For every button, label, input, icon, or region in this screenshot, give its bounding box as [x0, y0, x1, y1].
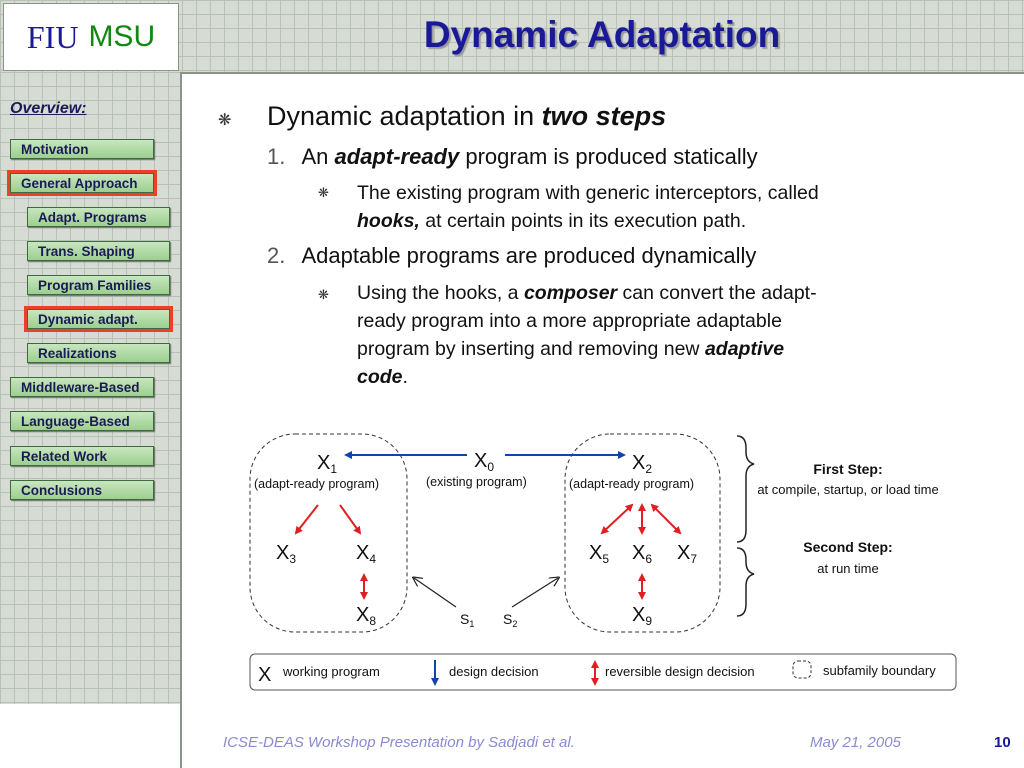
step-one-detail-post: at certain points in its execution path. — [419, 210, 747, 232]
node-x2-note: (adapt-ready program) — [569, 477, 694, 491]
step-one-post: program is produced statically — [459, 144, 758, 169]
step-two-detail-end: . — [402, 366, 408, 388]
sidebar-heading: Overview: — [10, 100, 87, 117]
footer-text: ICSE-DEAS Workshop Presentation by Sadja… — [223, 734, 575, 751]
legend-x-symbol: X — [258, 664, 271, 686]
sidebar-item-conclusions[interactable]: Conclusions — [10, 480, 154, 500]
legend-subfamily: subfamily boundary — [823, 663, 936, 678]
second-step-desc: at run time — [817, 561, 878, 576]
footer-date: May 21, 2005 — [810, 734, 901, 751]
node-x7: X7 — [677, 542, 697, 566]
step-one-emphasis: adapt-ready — [334, 144, 460, 169]
step-two-detail: Using the hooks, a composer can convert … — [357, 279, 997, 391]
arrow-x1-x4 — [339, 504, 362, 535]
node-x0-note: (existing program) — [426, 475, 527, 489]
legend-reversible: reversible design decision — [605, 664, 755, 679]
slide-title: Dynamic Adaptation — [423, 14, 781, 55]
step-one: 1. An adapt-ready program is produced st… — [267, 144, 758, 170]
legend-box — [249, 653, 957, 691]
step-one-detail: The existing program with generic interc… — [357, 179, 997, 235]
node-x8: X8 — [356, 604, 376, 628]
arrow-x1-x3 — [294, 504, 319, 535]
arrow-x2-x7 — [650, 503, 682, 535]
node-s1: S1 — [460, 611, 474, 629]
sidebar-item-trans-shaping[interactable]: Trans. Shaping — [27, 241, 170, 261]
sidebar-footer — [0, 704, 182, 768]
sub-bullet-icon: ❋ — [318, 185, 329, 200]
node-x9: X9 — [632, 604, 652, 628]
node-x6: X6 — [632, 542, 652, 566]
node-x1-note: (adapt-ready program) — [254, 477, 379, 491]
sidebar-item-middleware-based[interactable]: Middleware-Based — [10, 377, 154, 397]
step-two-detail-emphasis: composer — [523, 282, 618, 304]
arrow-s2 — [511, 578, 558, 608]
sub-bullet-icon: ❋ — [318, 287, 329, 302]
sidebar-item-motivation[interactable]: Motivation — [10, 139, 154, 159]
second-step-title: Second Step: — [803, 539, 892, 555]
legend-working: working program — [282, 664, 380, 679]
subfamily-boundary-left — [249, 433, 408, 633]
first-step-desc: at compile, startup, or load time — [757, 482, 938, 497]
step-two: 2. Adaptable programs are produced dynam… — [267, 243, 756, 269]
sidebar-item-language-based[interactable]: Language-Based — [10, 411, 154, 431]
step-two-detail-line3: program by inserting and removing new — [357, 338, 705, 360]
arrow-s1 — [414, 578, 457, 608]
node-x4: X4 — [356, 542, 376, 566]
first-step-title: First Step: — [813, 461, 882, 477]
page-number: 10 — [994, 734, 1011, 751]
sidebar-item-realizations[interactable]: Realizations — [27, 343, 170, 363]
bullet-emphasis: two steps — [541, 101, 667, 131]
node-x1: X1 — [317, 452, 337, 476]
brace-first-step — [736, 435, 755, 543]
sidebar-item-general-approach[interactable]: General Approach — [7, 170, 157, 196]
bullet-icon: ❋ — [218, 112, 232, 129]
node-x2: X2 — [632, 452, 652, 476]
step-two-detail-emphasis3: code — [357, 366, 403, 388]
step-two-detail-pre: Using the hooks, a — [357, 282, 524, 304]
step-one-detail-emphasis: hooks, — [357, 210, 420, 232]
logo-fiu: FIU — [26, 18, 79, 55]
node-s2: S2 — [503, 611, 517, 629]
sidebar-item-adapt-programs[interactable]: Adapt. Programs — [27, 207, 170, 227]
step-two-detail-post1: can convert the adapt- — [617, 282, 817, 304]
sidebar-item-dynamic-adapt[interactable]: Dynamic adapt. — [24, 306, 173, 332]
legend-design: design decision — [449, 664, 539, 679]
bullet-two-steps: Dynamic adaptation in two steps — [267, 101, 666, 132]
node-x5: X5 — [589, 542, 609, 566]
step-two-detail-line2: ready program into a more appropriate ad… — [357, 310, 782, 332]
sidebar-item-related-work[interactable]: Related Work — [10, 446, 154, 466]
step-one-pre: An — [301, 144, 335, 169]
logo-msu: MSU — [88, 20, 156, 53]
bullet-text: Dynamic adaptation in — [267, 101, 542, 131]
node-x3: X3 — [276, 542, 296, 566]
node-x0: X0 — [474, 450, 494, 474]
step-two-detail-emphasis2: adaptive — [704, 338, 785, 360]
step-two-number: 2. — [267, 243, 286, 268]
arrow-x2-x5 — [600, 503, 634, 535]
sidebar-item-program-families[interactable]: Program Families — [27, 275, 170, 295]
brace-second-step — [736, 547, 755, 617]
logo: FIU MSU — [3, 3, 179, 71]
step-two-text: Adaptable programs are produced dynamica… — [301, 243, 757, 268]
step-one-number: 1. — [267, 144, 286, 169]
subfamily-boundary-right — [564, 433, 721, 633]
step-one-detail-line1: The existing program with generic interc… — [357, 182, 819, 204]
